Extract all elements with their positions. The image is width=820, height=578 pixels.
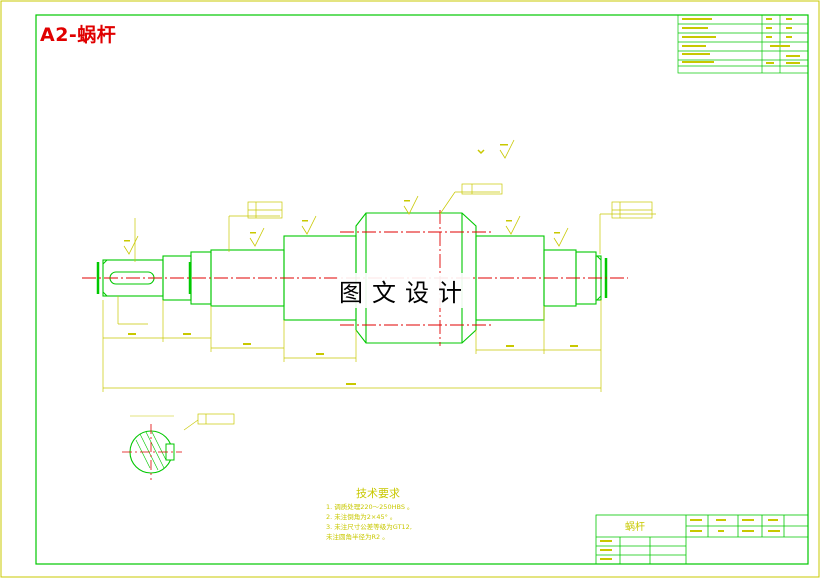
technical-requirements-notes: 1. 调质处理220～250HBS 。 2. 未注倒角为2×45° 。 3. 未… — [326, 502, 526, 542]
title-block — [595, 514, 809, 565]
dimension-lines — [102, 191, 656, 392]
sheet-label: A2-蜗杆 — [40, 24, 117, 46]
watermark-text: 图文设计 — [337, 273, 473, 308]
title-block-marks — [600, 519, 780, 560]
technical-note: 未注圆角半径为R2 。 — [326, 533, 389, 541]
surface-finish-values — [124, 144, 560, 242]
title-block-part-name: 蜗杆 — [625, 522, 645, 533]
revision-table-marks — [682, 18, 800, 64]
inner-frame — [35, 14, 809, 565]
technical-note: 2. 未注倒角为2×45° 。 — [326, 513, 397, 521]
section-view-cc — [122, 415, 199, 480]
surface-finish-symbols — [123, 139, 569, 255]
general-finish-mark — [477, 149, 485, 155]
technical-note: 3. 未注尺寸公差等级为GT12, — [326, 523, 412, 531]
dimension-value-marks — [128, 333, 578, 385]
technical-requirements-title: 技术要求 — [356, 487, 400, 500]
tolerance-frames — [197, 183, 653, 425]
revision-table — [677, 14, 809, 74]
technical-note: 1. 调质处理220～250HBS 。 — [326, 503, 414, 511]
